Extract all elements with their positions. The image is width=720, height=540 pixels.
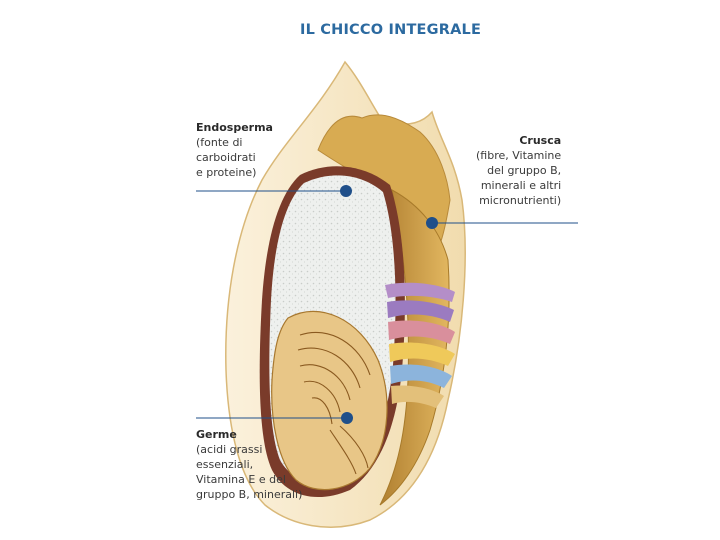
label-endosperma-line: (fonte di — [196, 136, 243, 149]
diagram-title: IL CHICCO INTEGRALE — [300, 22, 482, 38]
label-germe: Germe (acidi grassi essenziali, Vitamina… — [196, 427, 302, 502]
label-endosperma-head: Endosperma — [196, 121, 273, 134]
pointer-endosperma — [196, 185, 352, 197]
label-crusca-line: micronutrienti) — [479, 194, 562, 207]
pointer-germe — [196, 412, 353, 424]
label-endosperma: Endosperma (fonte di carboidrati e prote… — [196, 120, 273, 180]
label-crusca-head: Crusca — [519, 134, 562, 147]
label-germe-line: (acidi grassi — [196, 443, 263, 456]
pointer-crusca — [426, 217, 578, 229]
label-germe-line: essenziali, — [196, 458, 254, 471]
label-germe-head: Germe — [196, 428, 237, 441]
label-germe-line: Vitamina E e del — [196, 473, 286, 486]
label-crusca-line: (fibre, Vitamine — [476, 149, 562, 162]
label-crusca: Crusca (fibre, Vitamine del gruppo B, mi… — [476, 133, 561, 208]
label-endosperma-line: e proteine) — [196, 166, 257, 179]
bran-sublayers — [385, 282, 455, 408]
germ-striations — [297, 331, 371, 475]
label-germe-line: gruppo B, minerali) — [196, 488, 303, 501]
label-endosperma-line: carboidrati — [196, 151, 256, 164]
germ — [271, 310, 388, 491]
label-crusca-line: del gruppo B, — [487, 164, 562, 177]
label-crusca-line: minerali e altri — [480, 179, 562, 192]
